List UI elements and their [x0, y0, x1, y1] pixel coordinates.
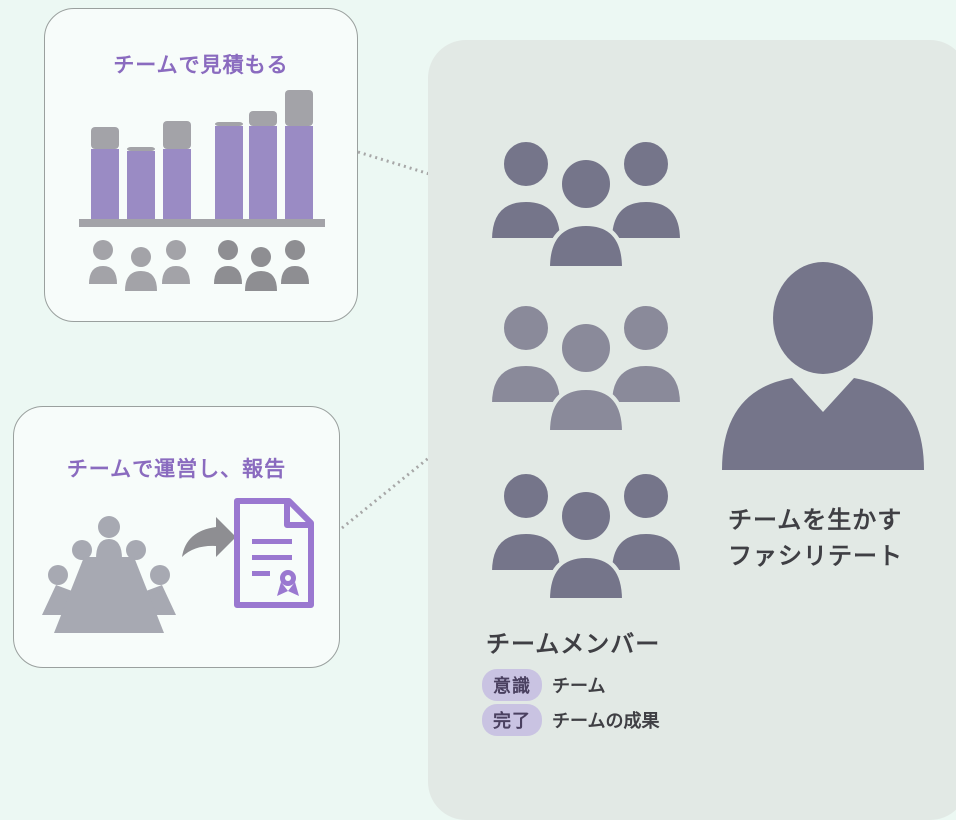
team-members-title: チームメンバー: [486, 630, 661, 658]
bar-base-1: [91, 149, 119, 219]
team-members-icons: [487, 138, 924, 602]
member-row-awareness: 意識 チーム: [482, 669, 606, 701]
bar-top-3: [163, 121, 191, 149]
estimate-bar-chart: [79, 90, 325, 227]
bar-top-1: [91, 127, 119, 149]
people-group-right-icon: [214, 240, 309, 291]
people-group-icon-1: [487, 138, 685, 270]
bar-top-2: [127, 147, 155, 151]
facilitator-person-icon: [722, 262, 924, 470]
meeting-table-icon: [42, 516, 176, 633]
report-card: チームで運営し、報告: [13, 406, 340, 668]
people-group-icon-2: [487, 302, 685, 434]
estimate-card: チームで見積もる: [44, 8, 358, 322]
bar-base-2: [127, 151, 155, 219]
badge-completion: 完了: [482, 704, 542, 736]
member-row-completion: 完了 チームの成果: [482, 704, 660, 736]
facilitator-label-line2: ファシリテート: [728, 542, 903, 570]
bar-base-4: [215, 126, 243, 219]
bar-base-3: [163, 149, 191, 219]
bar-base-5: [249, 126, 277, 219]
people-group-icon-3: [487, 470, 685, 602]
completion-text: チームの成果: [552, 711, 660, 732]
bar-top-6: [285, 90, 313, 126]
arrow-right-icon: [182, 517, 236, 557]
bar-top-4: [215, 122, 243, 126]
bar-base-6: [285, 126, 313, 219]
badge-awareness: 意識: [482, 669, 542, 701]
people-group-left-icon: [89, 240, 190, 291]
report-title: チームで運営し、報告: [66, 457, 287, 481]
awareness-text: チーム: [552, 676, 606, 697]
estimators-people-icons: [89, 240, 309, 291]
bar-top-5: [249, 111, 277, 126]
certificate-document-icon: [234, 498, 314, 608]
facilitator-label-line1: チームを生かす: [728, 506, 903, 534]
estimate-title: チームで見積もる: [113, 53, 289, 77]
chart-baseline: [79, 219, 325, 227]
